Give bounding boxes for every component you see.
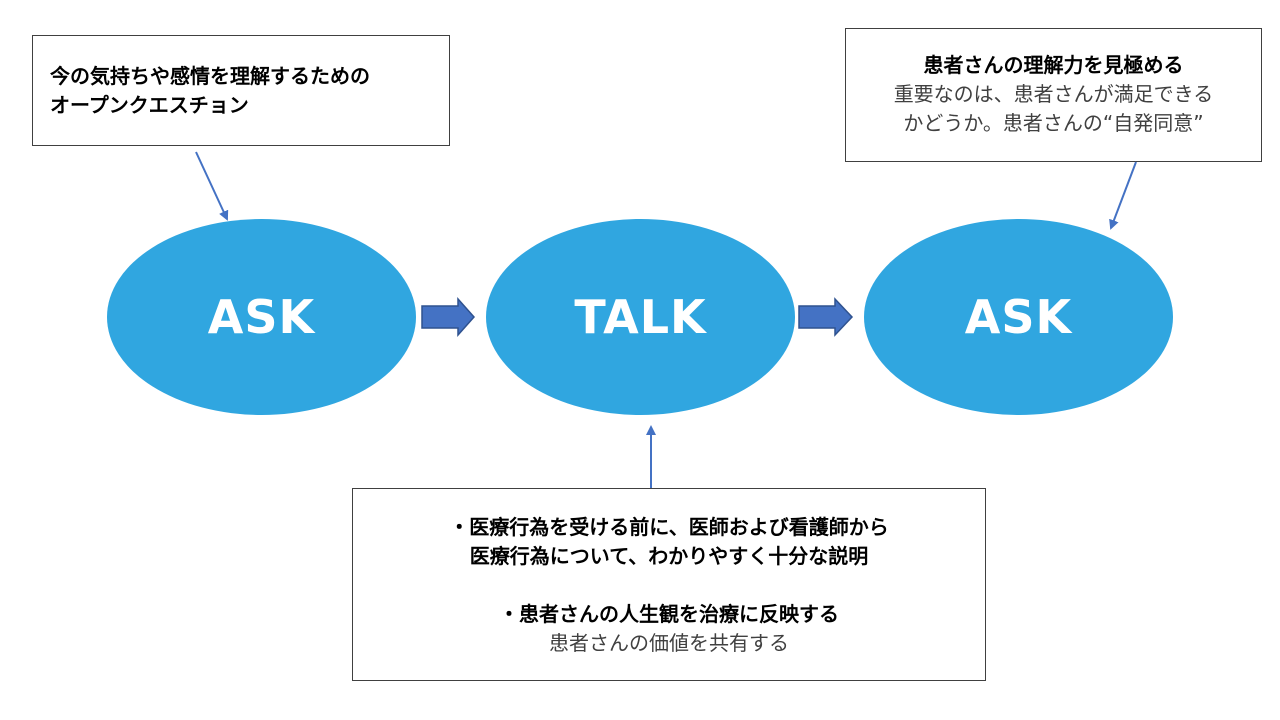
flow-arrow-ask-to-talk [421,297,476,337]
callout-left-line2: オープンクエスチョン [50,93,249,117]
node-talk-label: TALK [574,290,707,344]
node-ask-first-label: ASK [207,290,316,344]
node-ask-second-label: ASK [964,290,1073,344]
callout-bottom-bullet1-line2: 医療行為について、わかりやすく十分な説明 [469,544,869,568]
callout-right-line1: 重要なのは、患者さんが満足できる [893,82,1214,106]
callout-right-line2: かどうか。患者さんの“自発同意” [903,111,1204,135]
callout-bottom-bullet1-line1: ・医療行為を受ける前に、医師および看護師から [449,515,889,539]
callout-open-question: 今の気持ちや感情を理解するための オープンクエスチョン [32,35,450,146]
node-ask-second: ASK [864,219,1173,415]
callout-bottom-bullet2-sub: 患者さんの価値を共有する [549,631,789,655]
node-ask-first: ASK [107,219,416,415]
connector-understanding [1109,161,1137,230]
callout-understanding: 患者さんの理解力を見極める 重要なのは、患者さんが満足できる かどうか。患者さん… [845,28,1262,162]
callout-bottom-bullet2-heading: ・患者さんの人生観を治療に反映する [499,602,839,626]
connector-open-question [195,151,229,221]
callout-left-line1: 今の気持ちや感情を理解するための [50,64,370,88]
callout-right-heading: 患者さんの理解力を見極める [923,53,1184,77]
node-talk: TALK [486,219,795,415]
callout-talk-notes: ・医療行為を受ける前に、医師および看護師から 医療行為について、わかりやすく十分… [352,488,986,681]
spacer [353,571,985,600]
flow-arrow-talk-to-ask [798,297,854,337]
